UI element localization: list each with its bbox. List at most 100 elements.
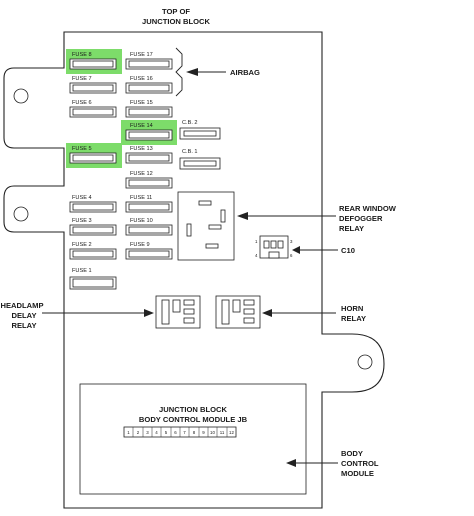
horn-label-2: RELAY xyxy=(341,314,366,323)
fuse-5[interactable]: FUSE 5 xyxy=(69,146,117,164)
fuse-blade xyxy=(128,203,170,211)
relay-terminal xyxy=(220,209,226,223)
relay-terminal xyxy=(243,317,255,324)
fuse-10[interactable]: FUSE 10 xyxy=(125,218,173,236)
bcm-pin: 11 xyxy=(220,430,225,435)
relay-terminal xyxy=(232,299,241,313)
headlamp-delay-relay[interactable] xyxy=(155,295,201,329)
body-control-module[interactable]: JUNCTION BLOCK BODY CONTROL MODULE JB 1 … xyxy=(79,383,307,495)
circuit-breaker-2[interactable]: C.B. 2 xyxy=(179,120,221,140)
bcm-pin: 5 xyxy=(165,430,168,435)
fuse-blade xyxy=(128,84,170,92)
relay-terminal xyxy=(243,308,255,315)
fuse-12[interactable]: FUSE 12 xyxy=(125,171,173,189)
relay-terminal xyxy=(183,308,195,315)
airbag-label: AIRBAG xyxy=(230,68,260,77)
title-line-2: JUNCTION BLOCK xyxy=(142,17,210,26)
bcm-arrowhead xyxy=(286,459,296,467)
breaker-terminal xyxy=(183,160,217,167)
bcm-pin: 3 xyxy=(146,430,149,435)
bcm-pin: 12 xyxy=(229,430,234,435)
fuse-label: FUSE 3 xyxy=(72,218,92,224)
bcm-pin: 10 xyxy=(210,430,215,435)
bcm-label-1: BODY xyxy=(341,449,363,458)
fuse-label: FUSE 4 xyxy=(72,195,92,201)
fuse-label: FUSE 7 xyxy=(72,76,92,82)
c10-pin-label: 4 xyxy=(255,253,258,258)
horn-label-1: HORN xyxy=(341,304,363,313)
fuse-blade xyxy=(128,60,170,68)
fuse-label: FUSE 16 xyxy=(130,76,153,82)
relay-terminal xyxy=(208,224,222,230)
relay-terminal xyxy=(172,299,181,313)
headlamp-label-3: RELAY xyxy=(11,321,36,330)
mounting-hole-right xyxy=(357,354,373,370)
rear-window-label-2: DEFOGGER xyxy=(339,214,383,223)
connector-latch xyxy=(268,251,280,259)
bcm-box xyxy=(79,383,307,495)
bcm-pin: 4 xyxy=(155,430,158,435)
fuse-label: FUSE 17 xyxy=(130,52,153,58)
fuse-label: FUSE 9 xyxy=(130,242,150,248)
relay-terminal xyxy=(221,299,230,325)
fuse-blade xyxy=(128,154,170,162)
fuse-blade xyxy=(128,226,170,234)
c10-pin-label: 3 xyxy=(290,239,293,244)
fuse-13[interactable]: FUSE 13 xyxy=(125,146,173,164)
rear-window-label-3: RELAY xyxy=(339,224,364,233)
fuse-label: FUSE 8 xyxy=(72,52,92,58)
fuse-label: FUSE 12 xyxy=(130,171,153,177)
bcm-pin: 6 xyxy=(174,430,177,435)
relay-terminal xyxy=(183,299,195,306)
fuse-17[interactable]: FUSE 17 xyxy=(125,52,173,70)
fuse-7[interactable]: FUSE 7 xyxy=(69,76,117,94)
fuse-blade xyxy=(128,131,170,139)
fuse-14[interactable]: FUSE 14 xyxy=(125,123,173,141)
fuse-4[interactable]: FUSE 4 xyxy=(69,195,117,213)
connector-cavity xyxy=(270,240,277,249)
bcm-pin: 2 xyxy=(137,430,140,435)
fuse-16[interactable]: FUSE 16 xyxy=(125,76,173,94)
c10-connector[interactable]: 1 3 4 6 xyxy=(255,235,293,259)
c10-pin-label: 6 xyxy=(290,253,293,258)
connector-cavity xyxy=(277,240,284,249)
fuse-15[interactable]: FUSE 15 xyxy=(125,100,173,118)
mounting-hole-upper xyxy=(13,88,29,104)
bcm-pin: 1 xyxy=(127,430,130,435)
fuse-blade xyxy=(72,60,114,68)
bcm-title-2: BODY CONTROL MODULE JB xyxy=(139,415,248,424)
fuse-blade xyxy=(72,84,114,92)
relay-terminal xyxy=(243,299,255,306)
circuit-breaker-1[interactable]: C.B. 1 xyxy=(179,149,221,170)
breaker-terminal xyxy=(183,130,217,137)
fuse-11[interactable]: FUSE 11 xyxy=(125,195,173,213)
fuse-blade xyxy=(72,226,114,234)
fuse-label: FUSE 2 xyxy=(72,242,92,248)
relay-terminal xyxy=(161,299,170,325)
airbag-arrowhead xyxy=(186,68,198,76)
fuse-1[interactable]: FUSE 1 xyxy=(69,268,117,290)
fuse-9[interactable]: FUSE 9 xyxy=(125,242,173,260)
fuse-2[interactable]: FUSE 2 xyxy=(69,242,117,260)
relay-terminal xyxy=(205,243,219,249)
fuse-8[interactable]: FUSE 8 xyxy=(69,52,117,70)
fuse-blade xyxy=(72,250,114,258)
title-line-1: TOP OF xyxy=(162,7,190,16)
fuse-blade xyxy=(128,179,170,187)
fuse-label: FUSE 14 xyxy=(130,123,153,129)
rear-window-defogger-relay[interactable] xyxy=(177,191,235,261)
fuse-label: FUSE 11 xyxy=(130,195,152,201)
fuse-label: FUSE 13 xyxy=(130,146,153,152)
rear-window-label-1: REAR WINDOW xyxy=(339,204,397,213)
bcm-title-1: JUNCTION BLOCK xyxy=(159,405,227,414)
horn-relay[interactable] xyxy=(215,295,261,329)
fuse-6[interactable]: FUSE 6 xyxy=(69,100,117,118)
bcm-label-2: CONTROL xyxy=(341,459,379,468)
fuse-blade xyxy=(72,203,114,211)
fuse-3[interactable]: FUSE 3 xyxy=(69,218,117,236)
left-fuse-column: FUSE 8 FUSE 7 FUSE 6 FUSE 5 FUSE 4 FUSE … xyxy=(66,49,122,290)
fuse-label: FUSE 15 xyxy=(130,100,153,106)
breaker-label: C.B. 2 xyxy=(182,120,198,126)
bcm-pin-row xyxy=(132,427,228,437)
horn-arrowhead xyxy=(262,309,272,317)
